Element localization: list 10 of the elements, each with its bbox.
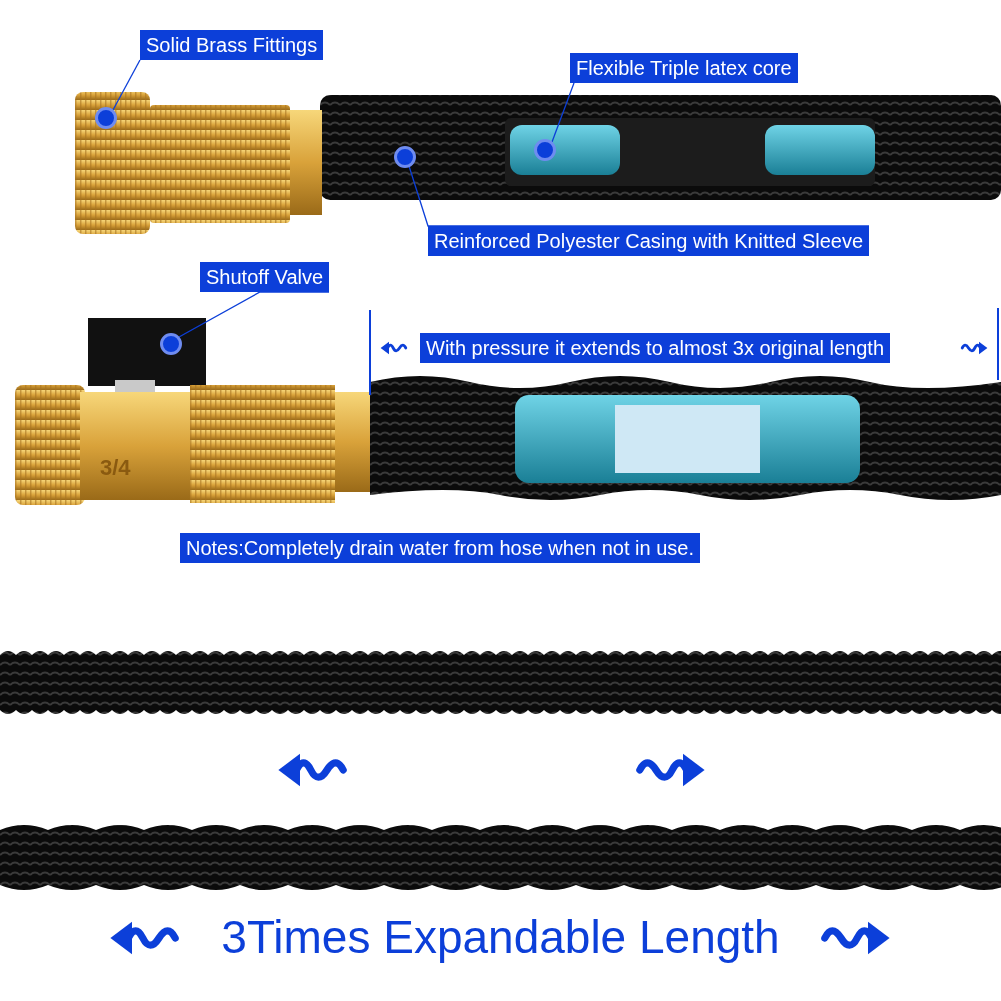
callout-label: Notes:Completely drain water from hose when not in use. (180, 533, 701, 563)
leader-line (551, 82, 575, 143)
callout-label: Flexible Triple latex core (570, 53, 798, 83)
leader-line (408, 165, 870, 227)
fitting-marking: 3/4 (100, 455, 131, 481)
callout-label: Shutoff Valve (200, 262, 330, 292)
callout-label: With pressure it extends to almost 3x original length (420, 333, 890, 363)
title: 3Times Expandable Length (221, 911, 780, 963)
callout-label: Reinforced Polyester Casing with Knitted Sleeve (428, 226, 870, 256)
callout-label: Solid Brass Fittings (140, 30, 324, 60)
